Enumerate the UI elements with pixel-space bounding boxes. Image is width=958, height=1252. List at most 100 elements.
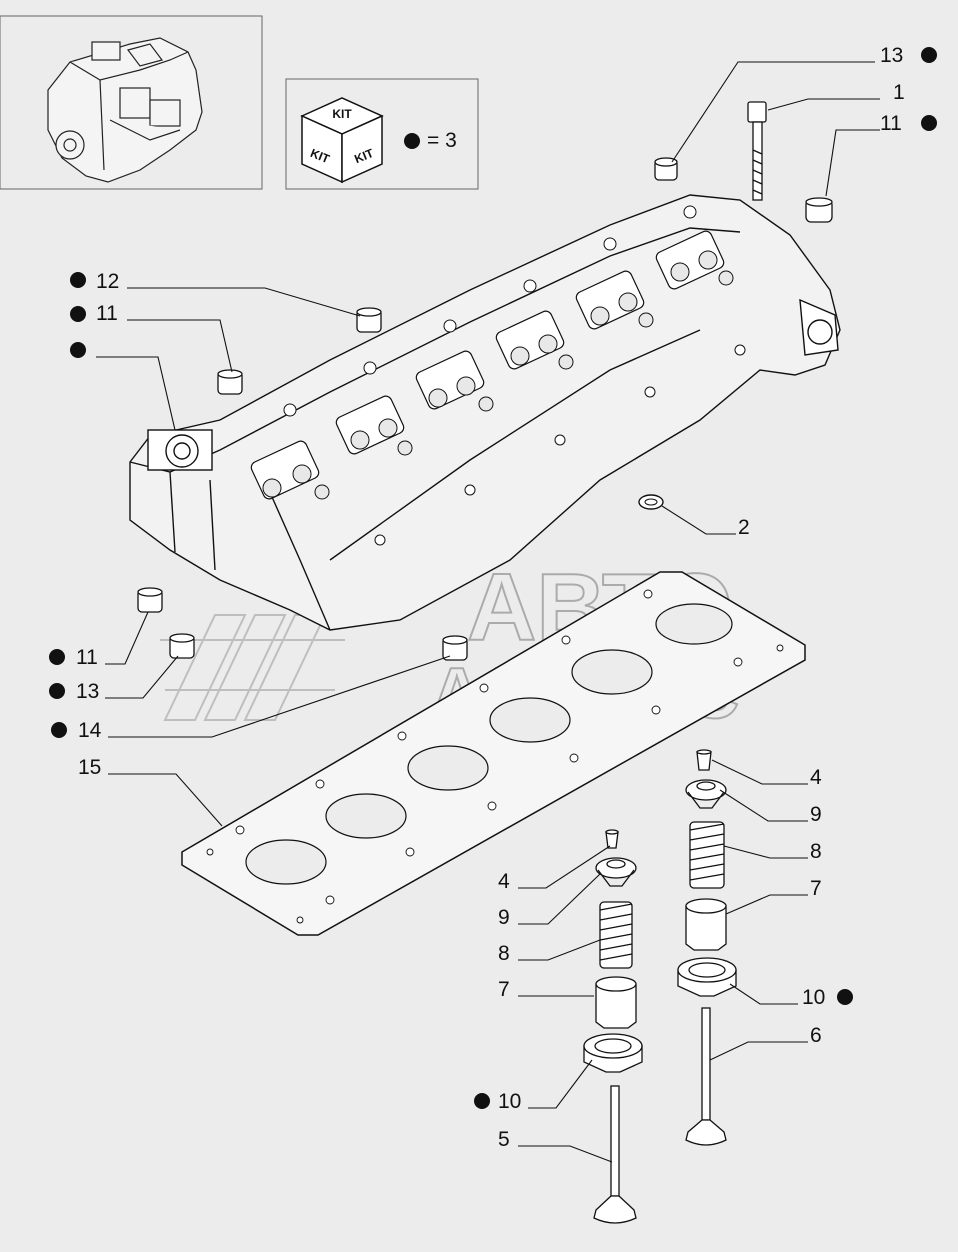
callout-9-l-label: 9 bbox=[498, 906, 510, 929]
leader-10-l bbox=[528, 1059, 593, 1109]
leader-13-low bbox=[105, 655, 179, 699]
callout-5: 5 bbox=[498, 1128, 510, 1151]
callout-15-label: 15 bbox=[78, 756, 101, 779]
callout-11-mid: 11 bbox=[70, 302, 118, 325]
bullet-icon bbox=[70, 272, 86, 288]
leader-2 bbox=[661, 505, 736, 535]
callout-7-l-label: 7 bbox=[498, 978, 510, 1001]
callout-7-r: 7 bbox=[810, 877, 822, 900]
insert-10-left bbox=[583, 1033, 643, 1073]
leader-4-r bbox=[711, 759, 808, 785]
callout-11-low: 11 bbox=[49, 646, 98, 669]
bullet-icon bbox=[70, 306, 86, 322]
leader-lines bbox=[96, 61, 880, 1163]
head-gasket-15 bbox=[181, 571, 806, 936]
callout-8-r: 8 bbox=[810, 840, 822, 863]
kit-right-label: KIT bbox=[352, 146, 376, 166]
seal-7-right bbox=[685, 898, 727, 951]
leader-9-l bbox=[518, 873, 601, 925]
watermark-logo bbox=[160, 614, 345, 721]
kit-left-label: KIT bbox=[308, 146, 332, 166]
callout-4-r: 4 bbox=[810, 766, 822, 789]
bullet-icon bbox=[474, 1093, 490, 1109]
plug-12 bbox=[356, 307, 382, 333]
callout-8-l-label: 8 bbox=[498, 942, 510, 965]
callout-13-low-label: 13 bbox=[76, 680, 99, 703]
leader-14 bbox=[108, 655, 451, 738]
callout-1-label: 1 bbox=[893, 81, 905, 104]
valve-stack-right bbox=[677, 749, 737, 1146]
callout-2-label: 2 bbox=[738, 516, 750, 539]
kit-top-label: KIT bbox=[332, 107, 352, 121]
callout-12: 12 bbox=[70, 270, 119, 293]
bolt-1 bbox=[747, 101, 767, 201]
callout-10-r: 10 bbox=[802, 986, 853, 1009]
callout-4-r-label: 4 bbox=[810, 766, 822, 789]
leader-8-r bbox=[723, 845, 808, 859]
kit-cube-right bbox=[341, 114, 383, 184]
oring-2 bbox=[638, 494, 664, 510]
leader-8-l bbox=[518, 939, 601, 961]
callout-13-top-label: 13 bbox=[880, 44, 903, 67]
callout-4-l-label: 4 bbox=[498, 870, 510, 893]
callout-14-label: 14 bbox=[78, 719, 102, 742]
spring-8-right bbox=[689, 821, 725, 889]
insert-10-right bbox=[677, 957, 737, 997]
bullet-icon bbox=[837, 989, 853, 1005]
spring-8-left bbox=[599, 901, 633, 969]
callout-2: 2 bbox=[738, 516, 750, 539]
bullet-icon bbox=[49, 683, 65, 699]
plug-14 bbox=[442, 635, 468, 661]
plug-13-top bbox=[654, 157, 678, 181]
leader-blank bbox=[96, 356, 176, 431]
callout-9-r-label: 9 bbox=[810, 803, 822, 826]
callout-7-r-label: 7 bbox=[810, 877, 822, 900]
valve-stack-left bbox=[583, 829, 643, 1224]
callout-12-label: 12 bbox=[96, 270, 119, 293]
callout-6-label: 6 bbox=[810, 1024, 822, 1047]
callout-7-l: 7 bbox=[498, 978, 510, 1001]
valve-6 bbox=[685, 1007, 727, 1146]
collet-4-right bbox=[696, 749, 712, 771]
callout-4-l: 4 bbox=[498, 870, 510, 893]
callout-10-r-label: 10 bbox=[802, 986, 825, 1009]
bullet-icon bbox=[921, 115, 937, 131]
valve-5 bbox=[593, 1085, 637, 1224]
plug-11-top bbox=[805, 197, 833, 223]
retainer-9-left bbox=[595, 857, 637, 887]
cylinder-head bbox=[129, 194, 841, 631]
engine-thumbnail bbox=[0, 15, 263, 190]
retainer-9-right bbox=[685, 779, 727, 809]
leader-7-r bbox=[725, 894, 808, 915]
leader-9-r bbox=[719, 789, 808, 822]
callout-8-r-label: 8 bbox=[810, 840, 822, 863]
leader-11-mid bbox=[127, 319, 233, 373]
plug-11-low bbox=[137, 587, 163, 613]
leader-6 bbox=[709, 1041, 808, 1061]
leader-5 bbox=[518, 1145, 613, 1163]
kit-legend-box: KIT KIT KIT = 3 bbox=[285, 78, 479, 190]
callout-9-l: 9 bbox=[498, 906, 510, 929]
callout-6: 6 bbox=[810, 1024, 822, 1047]
bullet-icon bbox=[921, 47, 937, 63]
callout-blank bbox=[70, 342, 86, 358]
bullet-icon bbox=[49, 649, 65, 665]
callout-labels: 13 1 11 12 11 2 11 13 14 15 4 9 8 7 10 6… bbox=[49, 44, 937, 1151]
leader-11-top bbox=[825, 129, 880, 197]
kit-legend-text: = 3 bbox=[427, 129, 457, 152]
leader-4-l bbox=[518, 845, 611, 889]
callout-11-mid-label: 11 bbox=[96, 302, 118, 325]
head-valve-ports bbox=[262, 250, 734, 500]
plug-13-low bbox=[169, 633, 195, 659]
bullet-icon bbox=[70, 342, 86, 358]
plug-11-mid bbox=[217, 369, 243, 395]
callout-10-l-label: 10 bbox=[498, 1090, 521, 1113]
kit-bullet-icon bbox=[404, 133, 420, 149]
callout-11-top: 11 bbox=[880, 112, 937, 135]
leader-1 bbox=[767, 98, 880, 111]
callout-5-label: 5 bbox=[498, 1128, 510, 1151]
callout-9-r: 9 bbox=[810, 803, 822, 826]
callout-11-low-label: 11 bbox=[76, 646, 98, 669]
